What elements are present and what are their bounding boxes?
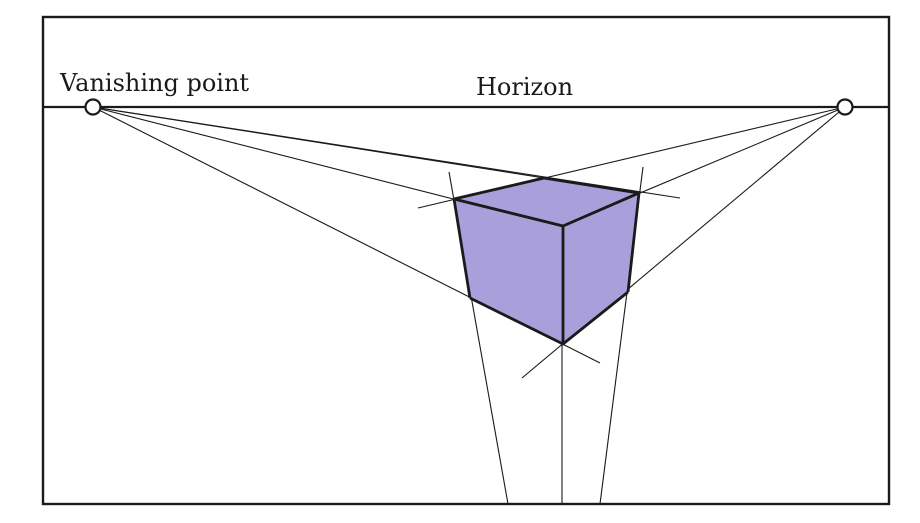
cube-top-front-edge-left	[453, 197, 564, 228]
left-vanishing-point-marker	[84, 98, 102, 116]
picture-frame	[41, 15, 891, 506]
vanishing-point-label: Vanishing point	[59, 69, 249, 97]
cube-bottom-edges	[469, 290, 629, 346]
cube	[452, 176, 641, 346]
cube-left-vertical-edge	[452, 198, 472, 299]
cube-top-edges	[453, 176, 640, 201]
cube-right-vertical-edge	[626, 192, 641, 293]
cube-top-front-edge-right	[562, 191, 640, 228]
right-vanishing-point-marker	[836, 98, 854, 116]
cube-fill	[454, 178, 639, 344]
horizon-label: Horizon	[476, 73, 573, 101]
